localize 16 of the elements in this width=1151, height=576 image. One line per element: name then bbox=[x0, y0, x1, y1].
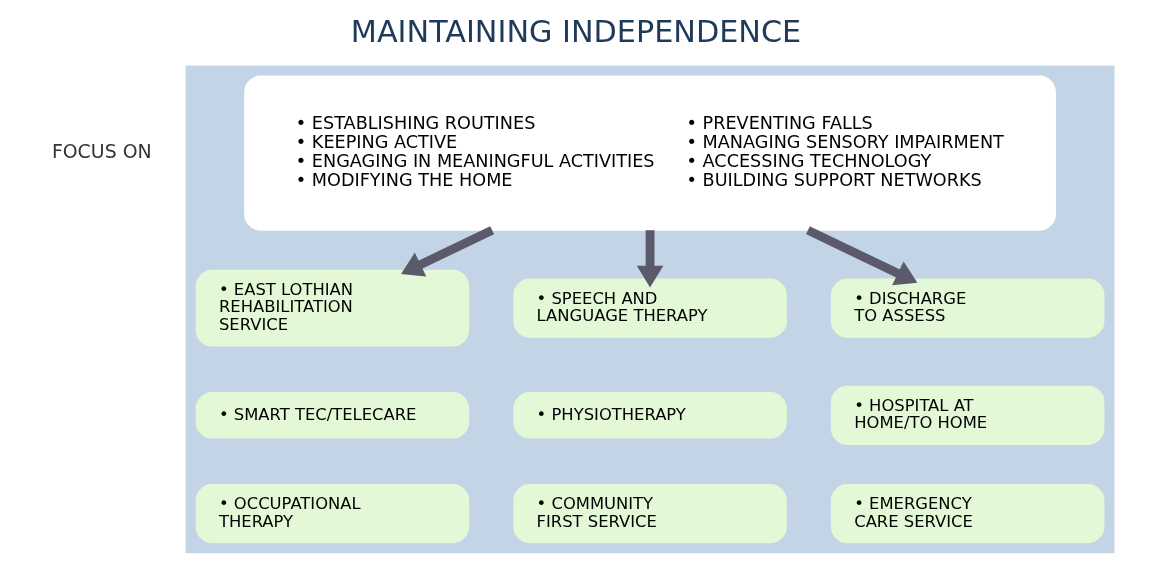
arrow bbox=[400, 226, 494, 277]
node-box: • SPEECH AND LANGUAGE THERAPY bbox=[512, 278, 787, 338]
arrow bbox=[805, 226, 917, 286]
node-box: • SMART TEC/TELECARE bbox=[195, 392, 469, 439]
node-box: • ESTABLISHING ROUTINES • KEEPING ACTIVE • ENGAGING IN MEANINGFUL ACTIVITIES • MODIFYING THE HOME • PREVENTING FALLS • MANAGING SENSORY IMPAIRMENT • ACCESSING TECHNOLOGY • BUILDING SUPPORT NETWORKS bbox=[243, 75, 1056, 231]
node-box: • OCCUPATIONAL THERAPY bbox=[195, 484, 469, 544]
node-box: • EAST LOTHIAN REHABILITATION SERVICE bbox=[195, 269, 469, 347]
cluster bbox=[185, 65, 1114, 554]
node-box: • EMERGENCY CARE SERVICE bbox=[830, 484, 1104, 544]
node-box: • COMMUNITY FIRST SERVICE bbox=[512, 484, 787, 544]
diagram-title: MAINTAINING INDEPENDENCE bbox=[350, 14, 801, 50]
node-box: • DISCHARGE TO ASSESS bbox=[830, 278, 1104, 338]
label: FOCUS ON bbox=[51, 139, 152, 162]
node-box: • HOSPITAL AT HOME/TO HOME bbox=[830, 385, 1104, 445]
arrow bbox=[636, 230, 663, 288]
node-box: • PHYSIOTHERAPY bbox=[512, 392, 787, 439]
